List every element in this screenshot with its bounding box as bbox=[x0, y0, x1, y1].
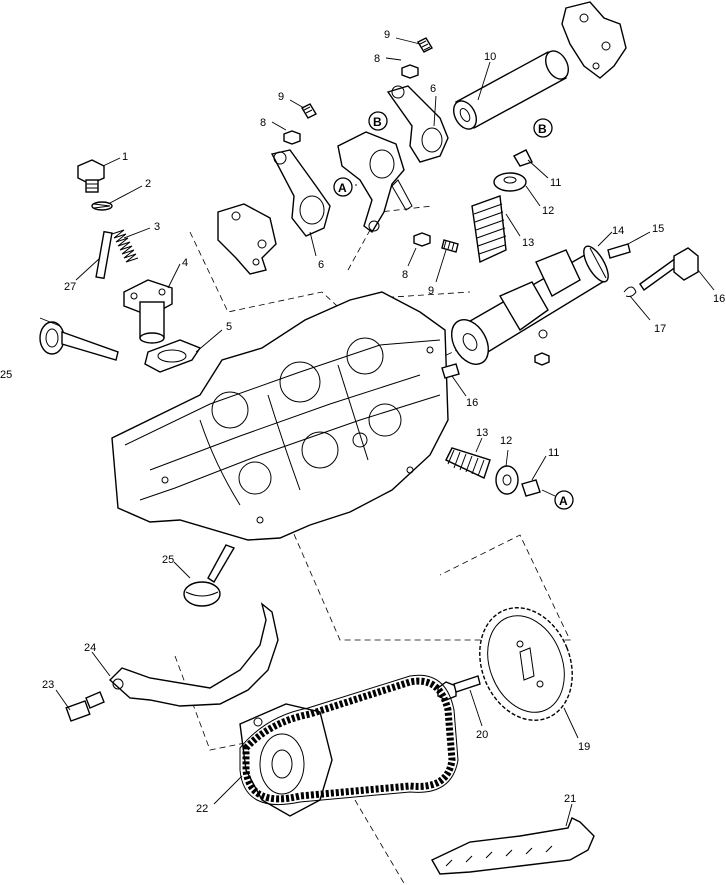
callout-22: 22 bbox=[196, 803, 208, 815]
callout-4: 4 bbox=[182, 257, 188, 269]
callout-27: 27 bbox=[64, 281, 76, 293]
adjuster-nut-8-top bbox=[401, 64, 419, 79]
chain-guide-24 bbox=[108, 602, 279, 707]
ref-b-left: B bbox=[373, 115, 382, 129]
spring-retainer-12-top bbox=[493, 172, 527, 192]
callout-24: 24 bbox=[84, 642, 96, 654]
clip-17 bbox=[623, 286, 637, 297]
rocker-arm-6-left bbox=[270, 149, 331, 237]
cylinder-head bbox=[111, 291, 449, 541]
callout-9-low: 9 bbox=[428, 285, 434, 297]
callout-1: 1 bbox=[122, 151, 128, 163]
adjuster-screw-9-top bbox=[417, 37, 433, 53]
chain-guide-21 bbox=[431, 817, 595, 875]
callout-10: 10 bbox=[484, 51, 496, 63]
cam-sprocket-19 bbox=[479, 607, 573, 721]
ref-b-right: B bbox=[538, 122, 547, 136]
callout-21: 21 bbox=[564, 793, 576, 805]
bolt-27 bbox=[95, 230, 113, 280]
callout-16-bottom: 16 bbox=[466, 397, 478, 409]
valve-25-lower bbox=[183, 544, 236, 607]
callout-8-top: 8 bbox=[374, 53, 380, 65]
callout-6-right: 6 bbox=[430, 83, 436, 95]
cam-bracket-left bbox=[217, 203, 277, 275]
callout-9-mid: 9 bbox=[278, 91, 284, 103]
adjuster-screw-9-low bbox=[441, 239, 459, 253]
adjuster-screw-9-mid bbox=[301, 103, 317, 119]
callout-numbers: 1 2 3 4 5 6 6 8 8 8 9 9 9 10 11 11 12 12… bbox=[0, 29, 725, 815]
pin-15 bbox=[607, 243, 631, 259]
valve-keeper-11-top bbox=[513, 149, 533, 167]
cam-chain-22 bbox=[239, 674, 459, 806]
guide-bolt-23 bbox=[65, 691, 105, 722]
valve-25-upper bbox=[39, 321, 119, 361]
cam-nut bbox=[534, 352, 550, 366]
ref-a-top: A bbox=[338, 181, 347, 195]
callout-19: 19 bbox=[578, 741, 590, 753]
callout-5: 5 bbox=[226, 321, 232, 333]
sprocket-bolt-20 bbox=[437, 675, 481, 701]
sprocket-bolt-16 bbox=[639, 247, 699, 291]
callout-6-left: 6 bbox=[318, 259, 324, 271]
callout-2: 2 bbox=[145, 178, 151, 190]
callout-23: 23 bbox=[42, 679, 54, 691]
callout-14: 14 bbox=[612, 225, 624, 237]
valve-keeper-11-bottom bbox=[521, 479, 541, 497]
callout-25-upper: 25 bbox=[0, 369, 12, 381]
ref-a-bottom: A bbox=[559, 494, 568, 508]
crank-sprocket bbox=[239, 703, 333, 817]
callout-12-bottom: 12 bbox=[500, 435, 512, 447]
cam-bracket-right bbox=[561, 1, 627, 79]
callout-11-bottom: 11 bbox=[548, 447, 559, 459]
callout-20: 20 bbox=[476, 729, 488, 741]
rocker-shaft-10 bbox=[453, 50, 569, 130]
adjuster-nut-8-mid bbox=[283, 130, 301, 145]
leader-lines bbox=[39, 37, 715, 827]
dowel-pin-18 bbox=[441, 363, 460, 379]
gasket-5 bbox=[144, 339, 202, 373]
callout-8-low: 8 bbox=[402, 269, 408, 281]
adjuster-nut-8-low bbox=[413, 232, 431, 247]
callout-16-right: 16 bbox=[713, 293, 725, 305]
rocker-arm-6-right bbox=[386, 85, 449, 163]
chain-tensioner-4 bbox=[123, 279, 173, 344]
callout-13-bottom: 13 bbox=[476, 427, 488, 439]
camshaft-14 bbox=[450, 245, 609, 365]
callout-8-mid: 8 bbox=[260, 117, 266, 129]
callout-17: 17 bbox=[654, 323, 666, 335]
plug-bolt-1 bbox=[77, 159, 105, 193]
tensioner-spring-3 bbox=[111, 229, 139, 263]
rocker-arm-middle bbox=[337, 131, 413, 234]
reference-markers: A A B B bbox=[333, 111, 574, 510]
spring-retainer-12-bottom bbox=[495, 465, 519, 495]
valve-spring-13-top bbox=[471, 195, 507, 264]
callout-11-top: 11 bbox=[550, 177, 561, 189]
washer-2 bbox=[91, 201, 113, 211]
valve-spring-13-bottom bbox=[445, 447, 491, 479]
callout-15: 15 bbox=[652, 223, 664, 235]
callout-13-top: 13 bbox=[522, 237, 534, 249]
callout-9-top: 9 bbox=[384, 29, 390, 41]
callout-3: 3 bbox=[154, 221, 160, 233]
callout-25-lower: 25 bbox=[162, 554, 174, 566]
callout-12-top: 12 bbox=[542, 205, 554, 217]
